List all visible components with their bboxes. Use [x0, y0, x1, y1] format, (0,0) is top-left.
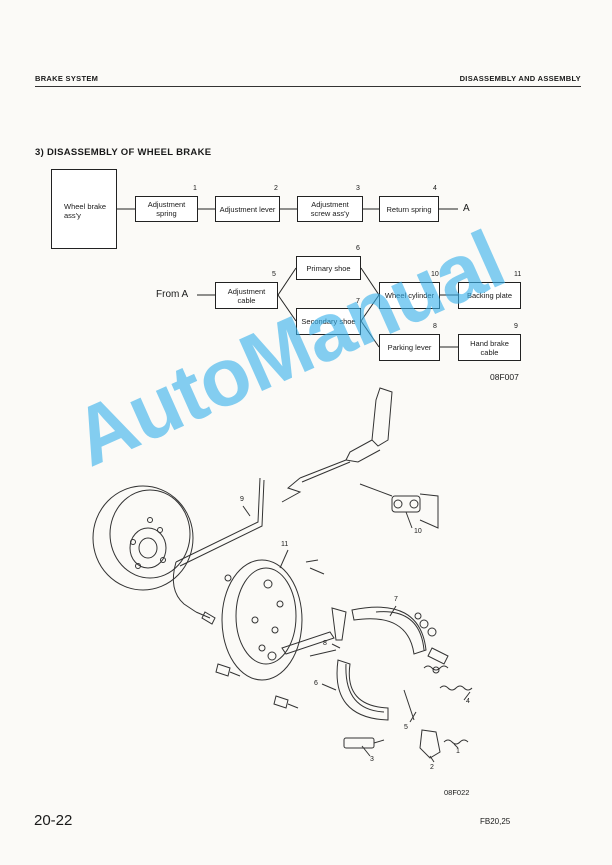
flow-num-7: 7 — [356, 298, 360, 305]
callout-1: 1 — [456, 748, 460, 755]
page-number: 20-22 — [34, 812, 73, 829]
flow-wheel-cylinder: Wheel cylinder — [379, 282, 440, 309]
flow-num-3: 3 — [356, 185, 360, 192]
callout-5: 5 — [404, 724, 408, 731]
flow-num-11: 11 — [514, 271, 522, 278]
flow-hand-brake-cable: Hand brake cable — [458, 334, 521, 361]
flow-parking-lever: Parking lever — [379, 334, 440, 361]
callout-7: 7 — [394, 596, 398, 603]
flow-adjustment-spring: Adjustment spring — [135, 196, 198, 222]
flow-num-8: 8 — [433, 323, 437, 330]
callout-8: 8 — [323, 640, 327, 647]
flow-return-spring: Return spring — [379, 196, 439, 222]
callout-9: 9 — [240, 496, 244, 503]
flow-secondary-shoe: Secondary shoe — [296, 308, 361, 335]
flow-num-2: 2 — [274, 185, 278, 192]
flowchart-fig-code: 08F007 — [490, 372, 519, 382]
flow-from-a: From A — [156, 289, 189, 300]
flow-adjustment-cable: Adjustment cable — [215, 282, 278, 309]
flow-num-1: 1 — [193, 185, 197, 192]
flow-num-4: 4 — [433, 185, 437, 192]
flow-num-10: 10 — [431, 271, 439, 278]
header-left: BRAKE SYSTEM — [35, 74, 99, 83]
section-title: 3) DISASSEMBLY OF WHEEL BRAKE — [35, 147, 212, 158]
callout-10: 10 — [414, 528, 422, 535]
flow-adjustment-lever: Adjustment lever — [215, 196, 280, 222]
flowchart-connectors — [117, 208, 458, 348]
flow-to-a: A — [463, 203, 470, 214]
header-right: DISASSEMBLY AND ASSEMBLY — [459, 74, 581, 83]
model-code: FB20,25 — [480, 817, 511, 826]
callout-4: 4 — [466, 698, 470, 705]
callout-3: 3 — [370, 756, 374, 763]
flow-num-5: 5 — [272, 271, 276, 278]
flow-backing-plate: Backing plate — [458, 282, 521, 309]
flow-num-9: 9 — [514, 323, 518, 330]
flow-start-box: Wheel brake ass'y — [51, 169, 117, 249]
flow-num-6: 6 — [356, 245, 360, 252]
callout-2: 2 — [430, 764, 434, 771]
flow-primary-shoe: Primary shoe — [296, 256, 361, 280]
flow-adjustment-screw: Adjustment screw ass'y — [297, 196, 363, 222]
callout-6: 6 — [314, 680, 318, 687]
header-rule — [35, 86, 581, 87]
illustration-fig-code: 08F022 — [444, 788, 470, 797]
callout-11: 11 — [281, 541, 289, 548]
